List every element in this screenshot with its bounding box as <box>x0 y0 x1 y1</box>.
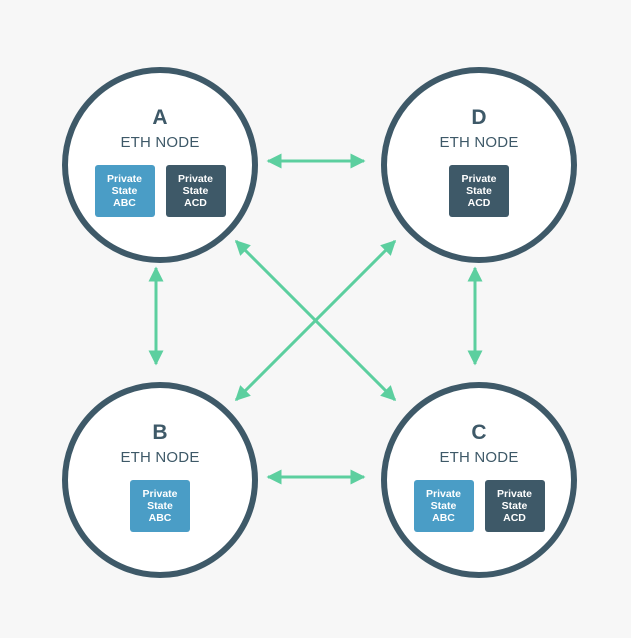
private-state-acd: Private State ACD <box>165 165 226 217</box>
node-a-states: Private State ABC Private State ACD <box>68 165 252 217</box>
private-state-acd: Private State ACD <box>484 480 545 532</box>
state-line: Private <box>425 488 462 500</box>
node-a-letter: A <box>152 106 168 129</box>
state-line: ACD <box>467 197 491 209</box>
state-line: State <box>466 185 492 197</box>
node-d-states: Private State ACD <box>387 165 571 217</box>
state-line: Private <box>461 173 497 185</box>
state-line: State <box>430 500 457 512</box>
node-b-states: Private State ABC <box>68 480 252 532</box>
node-d: D ETH NODE Private State ACD <box>381 67 577 263</box>
state-line: ABC <box>432 512 455 524</box>
state-line: Private <box>106 173 143 185</box>
state-line: ABC <box>113 197 136 209</box>
node-d-label: ETH NODE <box>439 134 519 151</box>
state-line: ABC <box>148 512 172 524</box>
private-state-abc: Private State ABC <box>413 480 474 532</box>
state-line: State <box>147 500 173 512</box>
private-state-abc: Private State ABC <box>130 480 190 532</box>
node-a-label: ETH NODE <box>120 134 200 151</box>
node-c-letter: C <box>471 421 487 444</box>
state-line: State <box>111 185 138 197</box>
state-line: Private <box>142 488 178 500</box>
node-b-label: ETH NODE <box>120 449 200 466</box>
private-state-acd: Private State ACD <box>449 165 509 217</box>
state-line: State <box>182 185 209 197</box>
node-b: B ETH NODE Private State ABC <box>62 382 258 578</box>
node-c-label: ETH NODE <box>439 449 519 466</box>
private-state-abc: Private State ABC <box>94 165 155 217</box>
state-line: ACD <box>184 197 207 209</box>
node-a: A ETH NODE Private State ABC Private Sta… <box>62 67 258 263</box>
state-line: Private <box>177 173 214 185</box>
state-line: ACD <box>503 512 526 524</box>
node-c: C ETH NODE Private State ABC Private Sta… <box>381 382 577 578</box>
state-line: Private <box>496 488 533 500</box>
state-line: State <box>501 500 528 512</box>
arrow-d-b <box>234 239 397 402</box>
node-b-letter: B <box>152 421 168 444</box>
node-d-letter: D <box>471 106 487 129</box>
node-c-states: Private State ABC Private State ACD <box>387 480 571 532</box>
